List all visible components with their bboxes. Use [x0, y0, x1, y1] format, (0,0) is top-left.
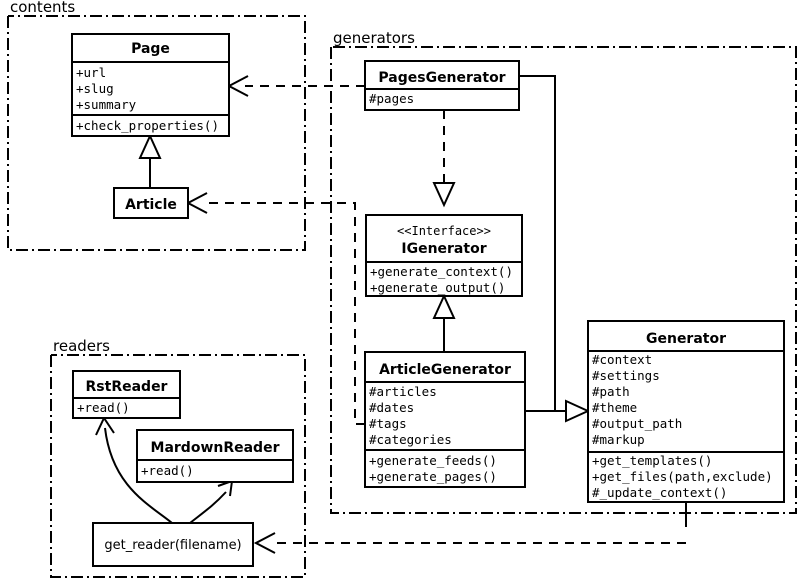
class-article-title: Article	[125, 197, 177, 213]
class-generator-title: Generator	[646, 331, 726, 347]
edge-generators-inherit-generator	[519, 75, 591, 423]
class-articlegenerator-box[interactable]	[364, 351, 526, 488]
class-generator-operation: +get_files(path,exclude)	[592, 469, 773, 484]
class-rstreader-operation: +read()	[77, 400, 130, 415]
class-rstreader[interactable]: RstReader +read()	[72, 370, 181, 419]
edge-pagesgenerator-impl-igenerator	[432, 110, 456, 208]
class-generator-operation: #_update_context()	[592, 485, 727, 500]
package-readers: readers	[50, 337, 306, 578]
dependency-arrowhead	[253, 532, 276, 554]
class-igenerator-operation: +generate_context()	[370, 264, 513, 279]
class-generator-operation: +get_templates()	[592, 453, 712, 468]
class-page-attribute: +summary	[76, 97, 137, 112]
class-igenerator-box[interactable]	[365, 214, 523, 297]
class-igenerator[interactable]: <<Interface>> IGenerator +generate_conte…	[365, 214, 523, 297]
edge-generator-uses-get-reader	[253, 502, 687, 554]
class-articlegenerator-attribute: #categories	[369, 432, 452, 447]
class-mardownreader-box[interactable]	[136, 429, 294, 483]
class-generator-attribute: #theme	[592, 400, 637, 415]
package-generators-label: generators	[333, 29, 415, 47]
class-mardownreader-operation: +read()	[141, 463, 194, 478]
class-mardownreader[interactable]: MardownReader +read()	[136, 429, 294, 483]
class-igenerator-operation: +generate_output()	[370, 280, 505, 295]
generalization-arrowhead	[565, 399, 591, 423]
class-page-operation: +check_properties()	[76, 118, 219, 133]
class-generator[interactable]: Generator #context #settings #path #them…	[587, 320, 785, 503]
class-article-box[interactable]	[113, 187, 189, 219]
package-contents: contents	[7, 0, 306, 251]
class-pagesgenerator-attribute: #pages	[369, 91, 414, 106]
class-articlegenerator[interactable]: ArticleGenerator #articles #dates #tags …	[364, 351, 526, 488]
package-contents-label: contents	[10, 0, 75, 16]
edge-line	[189, 491, 227, 524]
package-generators: generators	[330, 29, 797, 514]
package-contents-frame	[7, 15, 306, 251]
class-articlegenerator-operation: +generate_feeds()	[369, 453, 497, 468]
class-page-attribute: +slug	[76, 81, 114, 96]
function-get-reader-label: get_reader(filename)	[104, 538, 241, 553]
edge-line	[204, 202, 365, 425]
edge-articlegenerator-impl-igenerator	[432, 293, 456, 352]
class-generator-attribute: #markup	[592, 432, 645, 447]
class-rstreader-box[interactable]	[72, 370, 181, 419]
class-page-attribute: +url	[76, 65, 106, 80]
edge-article-inherits-page	[138, 133, 162, 188]
edge-line-pagesgenerator	[519, 75, 556, 411]
package-readers-frame	[50, 354, 306, 578]
class-generator-attribute: #path	[592, 384, 630, 399]
generalization-arrowhead	[138, 133, 162, 159]
class-generator-attribute: #context	[592, 352, 652, 367]
class-articlegenerator-operation: +generate_pages()	[369, 469, 497, 484]
class-articlegenerator-attribute: #tags	[369, 416, 407, 431]
class-pagesgenerator[interactable]: PagesGenerator #pages	[364, 60, 520, 111]
class-articlegenerator-title: ArticleGenerator	[379, 362, 511, 378]
package-readers-label: readers	[53, 337, 110, 355]
class-generator-attribute: #output_path	[592, 416, 682, 431]
function-get-reader-box[interactable]	[92, 522, 254, 567]
function-get-reader[interactable]: get_reader(filename)	[92, 522, 254, 567]
package-generators-frame	[330, 46, 797, 514]
class-page-box[interactable]	[71, 33, 230, 137]
class-generator-attribute: #settings	[592, 368, 660, 383]
class-page[interactable]: Page +url +slug +summary +check_properti…	[71, 33, 230, 137]
class-articlegenerator-attribute: #articles	[369, 384, 437, 399]
class-rstreader-title: RstReader	[86, 379, 168, 395]
class-articlegenerator-attribute: #dates	[369, 400, 414, 415]
class-page-title: Page	[131, 41, 170, 57]
class-pagesgenerator-box[interactable]	[364, 60, 520, 111]
edge-line	[104, 427, 173, 524]
class-pagesgenerator-title: PagesGenerator	[378, 70, 505, 86]
generalization-arrowhead	[432, 293, 456, 319]
class-igenerator-stereotype: <<Interface>>	[397, 224, 491, 238]
realization-arrowhead	[432, 182, 456, 208]
class-igenerator-title: IGenerator	[401, 241, 486, 257]
class-mardownreader-title: MardownReader	[151, 440, 280, 456]
class-article[interactable]: Article	[113, 187, 189, 219]
